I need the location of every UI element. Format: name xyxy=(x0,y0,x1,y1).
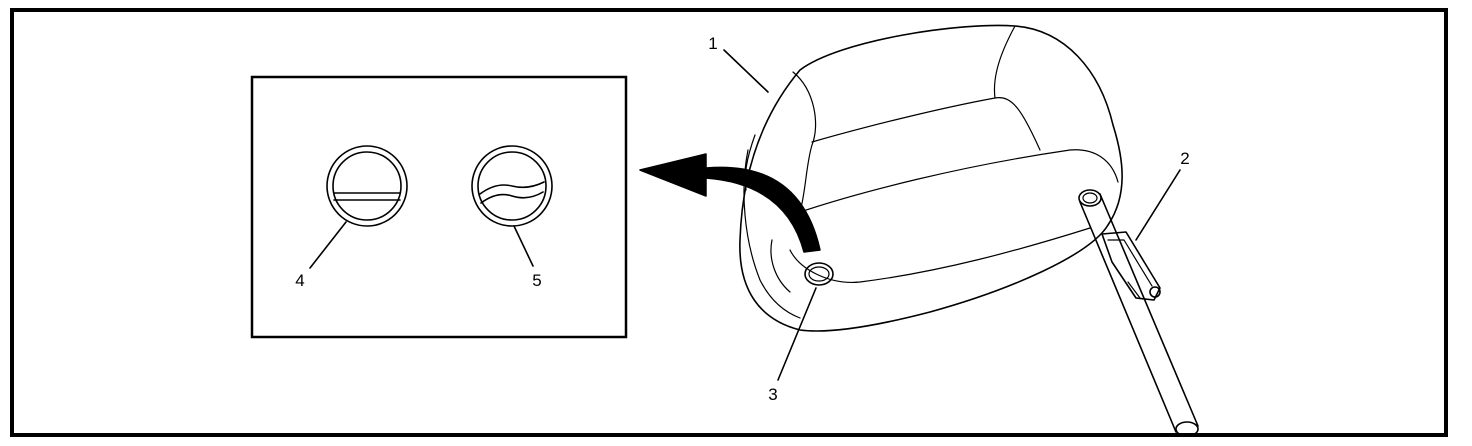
leader-5 xyxy=(513,225,534,267)
curved-arrow-icon xyxy=(639,153,821,253)
lock-hole-icon xyxy=(804,262,834,286)
callout-1: 1 xyxy=(708,34,717,53)
leader-2 xyxy=(1135,169,1181,241)
lock-hole-flat-icon xyxy=(326,145,408,227)
callout-5: 5 xyxy=(532,271,541,290)
callout-4: 4 xyxy=(295,271,304,290)
detail-inset: 4 5 xyxy=(250,75,628,339)
callout-3: 3 xyxy=(768,385,777,404)
headrest-icon xyxy=(739,24,1123,332)
release-tool-icon xyxy=(1101,231,1161,301)
leader-3 xyxy=(777,287,817,381)
leader-4 xyxy=(309,221,347,269)
detail-inset-frame xyxy=(250,75,628,339)
lock-hole-curved-icon xyxy=(471,145,553,227)
diagram-frame xyxy=(10,8,1448,437)
headrest-post xyxy=(1078,189,1199,437)
leader-1 xyxy=(723,49,769,93)
callout-2: 2 xyxy=(1180,149,1189,168)
